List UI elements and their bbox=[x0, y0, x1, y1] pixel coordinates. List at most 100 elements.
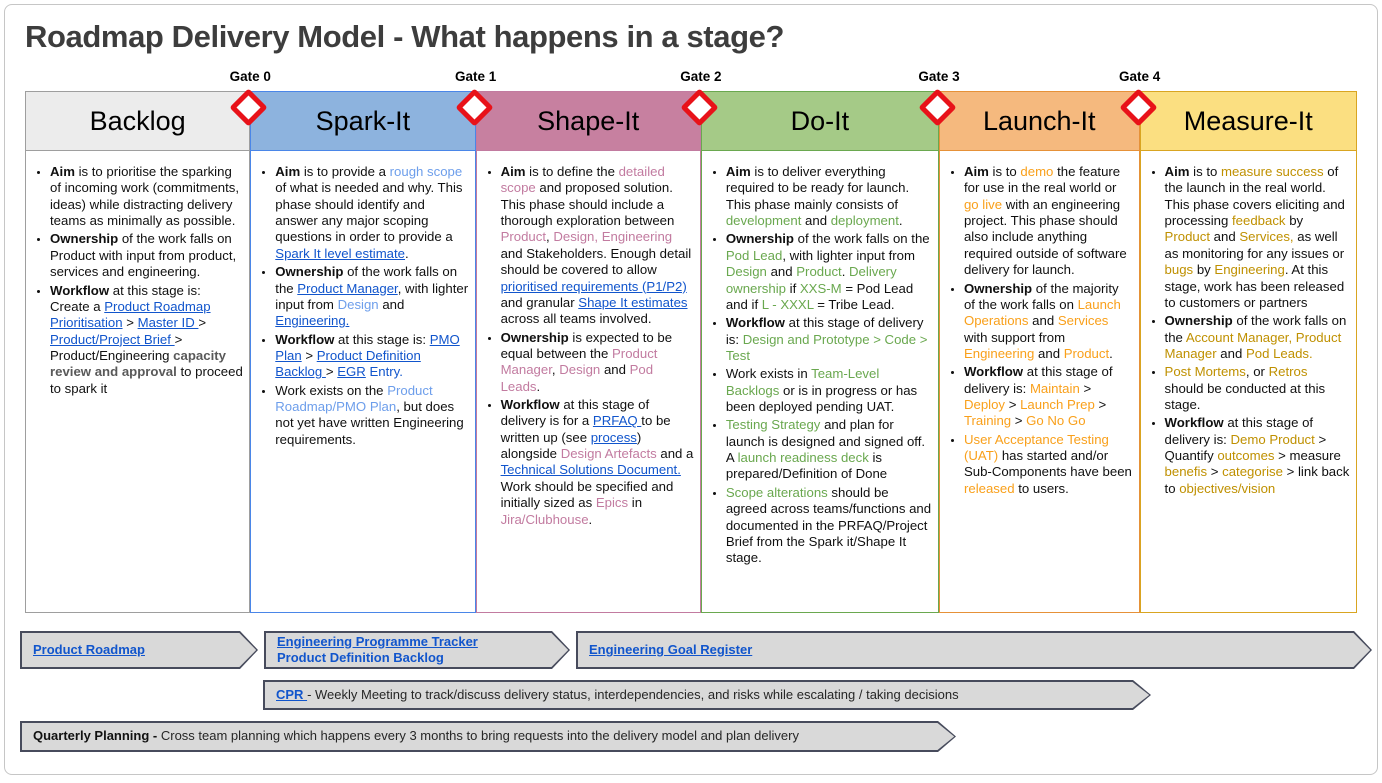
stage-notes-do-it: Aim is to deliver everything required to… bbox=[700, 151, 939, 613]
text-run: objectives/vision bbox=[1179, 480, 1276, 496]
text-run: the feature for use in the real world or bbox=[963, 164, 1121, 196]
stage-bullet: Workflow at this stage is: Create a Prod… bbox=[50, 283, 243, 398]
text-run: > Product/Engineering bbox=[50, 331, 183, 363]
text-run: Deploy bbox=[963, 397, 1006, 413]
banner-link[interactable]: Engineering Goal Register bbox=[589, 641, 753, 657]
product-roadmap-banner: Product Roadmap bbox=[20, 631, 258, 669]
text-run: Aim bbox=[50, 164, 75, 179]
text-run: > measure bbox=[1274, 448, 1341, 464]
text-run: > Quantify bbox=[1164, 431, 1327, 464]
text-run: with an engineering project. This phase … bbox=[963, 196, 1127, 278]
text-run: Workflow bbox=[500, 397, 560, 413]
inline-link[interactable]: Shape It estimates bbox=[578, 294, 688, 310]
text-run: XXS-M bbox=[799, 280, 842, 296]
text-run: Work should be specified and initially s… bbox=[500, 478, 674, 511]
text-run: capacity review and approval bbox=[50, 347, 226, 380]
text-run: L - XXXL bbox=[761, 296, 814, 312]
inline-link[interactable]: Engineering. bbox=[275, 313, 350, 329]
text-run: is to deliver everything required to be … bbox=[725, 164, 910, 212]
text-run: to users. bbox=[1014, 480, 1069, 496]
text-run: Maintain bbox=[1029, 380, 1080, 396]
text-run: of the work falls on the bbox=[794, 231, 930, 247]
banner-link[interactable]: Product Definition Backlog bbox=[277, 650, 444, 665]
stage-bullet: Ownership of the majority of the work fa… bbox=[964, 281, 1133, 363]
text-run: . At this stage, work has been released … bbox=[1164, 262, 1345, 310]
banner-line: CPR - Weekly Meeting to track/discuss de… bbox=[276, 687, 1151, 703]
stage-bullet: Aim is to define the detailed scope and … bbox=[501, 164, 694, 328]
text-run: Product bbox=[1063, 345, 1110, 361]
text-run: . bbox=[1109, 345, 1113, 361]
inline-link[interactable]: Product Roadmap Prioritisation bbox=[50, 298, 211, 331]
text-run: Entry. bbox=[369, 364, 403, 380]
stage-notes-backlog: Aim is to prioritise the sparking of inc… bbox=[25, 151, 251, 613]
inline-link[interactable]: Product Manager bbox=[297, 280, 398, 296]
text-run: has started and/or Sub-Components have b… bbox=[963, 448, 1132, 480]
banner-label: Cross team planning which happens every … bbox=[160, 728, 799, 744]
text-run: released bbox=[963, 480, 1015, 496]
text-run: Design bbox=[725, 264, 767, 280]
text-run: Jira/Clubhouse bbox=[500, 511, 589, 527]
inline-link[interactable]: Spark It level estimate bbox=[275, 245, 406, 261]
text-run: and bbox=[801, 213, 831, 229]
page-frame: Roadmap Delivery Model - What happens in… bbox=[4, 4, 1378, 775]
text-run: , bbox=[546, 229, 554, 245]
text-run: by bbox=[1285, 213, 1304, 229]
text-run: > bbox=[1079, 380, 1092, 396]
stage-bullet: Aim is to deliver everything required to… bbox=[726, 164, 932, 229]
text-run: measure success bbox=[1220, 164, 1324, 179]
text-run: demo bbox=[1020, 164, 1054, 179]
inline-link[interactable]: Technical Solutions Document. bbox=[500, 462, 681, 478]
text-run: ) alongside bbox=[500, 429, 642, 462]
text-run: and bbox=[1028, 313, 1058, 329]
stage-bullet: Ownership of the work falls on Product w… bbox=[50, 231, 243, 280]
text-run: and a bbox=[656, 446, 694, 462]
inline-link[interactable]: EGR bbox=[337, 364, 366, 380]
inline-link[interactable]: PMO Plan bbox=[275, 331, 460, 363]
stage-table: BacklogAim is to prioritise the sparking… bbox=[25, 88, 1357, 613]
text-run: Workflow bbox=[1164, 415, 1224, 431]
text-run: benefis bbox=[1164, 464, 1208, 480]
text-run: Pod Leads bbox=[500, 362, 654, 394]
gate-label: Gate 1 bbox=[454, 69, 497, 84]
stage-column-measure-it: Measure-ItAim is to measure success of t… bbox=[1118, 88, 1357, 613]
text-run: of what is needed and why. This phase sh… bbox=[275, 180, 463, 245]
text-run: Design, Engineering bbox=[553, 229, 673, 245]
text-run: at this stage of delivery is: bbox=[963, 364, 1113, 396]
inline-link[interactable]: Master ID bbox=[137, 315, 199, 331]
banner-text: CPR - Weekly Meeting to track/discuss de… bbox=[263, 680, 1151, 710]
banner-text: Quarterly Planning - Cross team planning… bbox=[20, 721, 956, 752]
text-run: Ownership bbox=[500, 329, 569, 345]
banner-link[interactable]: Engineering Programme Tracker bbox=[277, 633, 478, 649]
stage-bullet: Aim is to demo the feature for use in th… bbox=[964, 164, 1133, 279]
banner-text: Product Roadmap bbox=[20, 631, 258, 669]
stage-column-do-it: Do-ItAim is to deliver everything requir… bbox=[680, 88, 939, 613]
inline-link[interactable]: Product Definition Backlog bbox=[275, 347, 421, 380]
stage-notes-spark-it: Aim is to provide a rough scope of what … bbox=[250, 151, 476, 613]
stage-notes-launch-it: Aim is to demo the feature for use in th… bbox=[938, 151, 1140, 613]
inline-link[interactable]: prioritised requirements (P1/P2) bbox=[500, 278, 687, 294]
stage-bullet: Aim is to prioritise the sparking of inc… bbox=[50, 164, 243, 229]
text-run: Work exists in bbox=[725, 366, 812, 382]
banner-row: CPR - Weekly Meeting to track/discuss de… bbox=[263, 680, 1377, 710]
stage-column-spark-it: Spark-ItAim is to provide a rough scope … bbox=[229, 88, 476, 613]
text-run: and proposed solution. This phase should… bbox=[500, 180, 675, 229]
text-run: at this stage is: bbox=[334, 331, 430, 347]
text-run: > bbox=[198, 315, 207, 331]
text-run: . bbox=[588, 511, 593, 527]
banner-link[interactable]: CPR bbox=[276, 686, 308, 702]
banner-rows: Product Roadmap Engineering Programme Tra… bbox=[20, 631, 1377, 752]
text-run: Engineering bbox=[1214, 262, 1285, 278]
text-run: with support from bbox=[963, 329, 1066, 345]
inline-link[interactable]: Product/Project Brief bbox=[50, 331, 175, 347]
stage-bullet: Testing Strategy and plan for launch is … bbox=[726, 417, 932, 482]
text-run: of the work falls on the bbox=[275, 264, 458, 296]
banner-link[interactable]: Product Roadmap bbox=[33, 641, 145, 657]
inline-link[interactable]: PRFAQ bbox=[592, 413, 642, 429]
stage-header-do-it: Do-It bbox=[700, 91, 939, 151]
text-run: Aim bbox=[1164, 164, 1190, 179]
text-run: is to bbox=[1189, 164, 1221, 179]
text-run: of the work falls on Product with input … bbox=[50, 231, 237, 280]
inline-link[interactable]: process bbox=[590, 429, 637, 445]
text-run: and bbox=[1210, 229, 1240, 245]
